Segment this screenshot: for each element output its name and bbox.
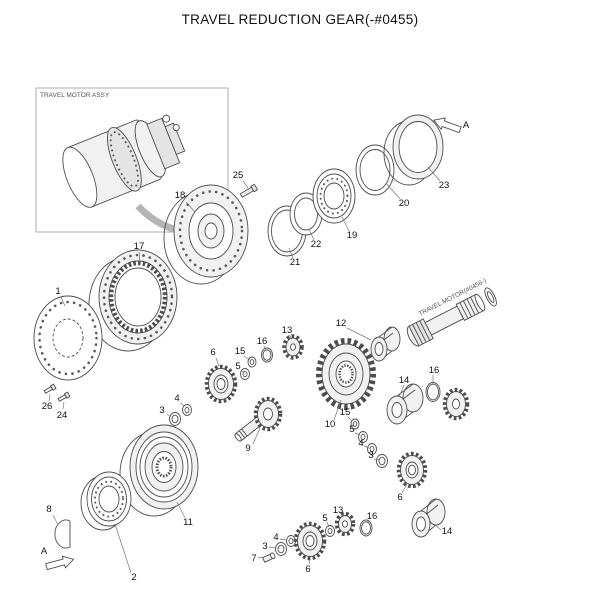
callout-15: 15 (340, 407, 351, 418)
callout-10: 10 (325, 419, 336, 430)
part-15-washer (247, 356, 257, 368)
part-3-ring (169, 412, 181, 426)
part-3-ring (376, 454, 388, 468)
callout-9: 9 (245, 443, 250, 454)
part-4-washer (367, 443, 377, 455)
callout-26: 26 (42, 401, 53, 412)
callout-1: 1 (55, 286, 60, 297)
callout-5: 5 (235, 361, 240, 372)
part-12-spline-sleeve (370, 326, 401, 362)
part-16-snap-ring (425, 382, 441, 402)
callout-6: 6 (397, 492, 402, 503)
callout-4: 4 (358, 438, 363, 449)
callout-6: 6 (210, 347, 215, 358)
part-9-gear-shaft (234, 396, 283, 442)
part-5-thrust-washer (358, 431, 368, 443)
callout-3: 3 (262, 541, 267, 552)
callout-24: 24 (57, 410, 68, 421)
marker-a-bottom: A (41, 546, 75, 571)
marker-a-top-label: A (463, 120, 470, 131)
part-15-washer (350, 418, 360, 430)
part-4-washer (182, 404, 192, 416)
page-title: TRAVEL REDUCTION GEAR(-#0455) (182, 12, 419, 27)
part-6-planet-gear (396, 451, 428, 489)
a-arrow-icon (45, 555, 75, 571)
callout-13: 13 (282, 325, 293, 336)
part-25-bolt (239, 183, 259, 198)
callout-19: 19 (347, 230, 358, 241)
callout-13: 13 (333, 505, 344, 516)
marker-a-bottom-label: A (41, 546, 48, 557)
part-20-ring (355, 144, 395, 196)
callout-3: 3 (159, 405, 164, 416)
callout-21: 21 (290, 257, 301, 268)
part-17-ring-gear (88, 249, 178, 352)
marker-a-top: A (433, 117, 470, 134)
callout-3: 3 (368, 450, 373, 461)
callout-11: 11 (183, 517, 193, 528)
callout-8: 8 (46, 504, 51, 515)
part-19-bearing (312, 168, 356, 224)
callout-15: 15 (235, 346, 246, 357)
callout-17: 17 (134, 241, 145, 252)
callout-16: 16 (429, 365, 440, 376)
part-23-ring-band (383, 114, 444, 186)
coupling-gear (442, 387, 470, 421)
inset-label: TRAVEL MOTOR ASSY (40, 92, 110, 99)
part-14-spline-hub (386, 383, 424, 425)
part-8-cover-cap (54, 519, 71, 549)
callout-7: 7 (251, 553, 256, 564)
part-2-bearing (80, 471, 132, 531)
part-3-ring (275, 542, 287, 556)
part-13-gear (334, 511, 356, 537)
callout-2: 2 (131, 572, 136, 583)
callout-12: 12 (336, 318, 347, 329)
part-13-gear (282, 334, 304, 360)
callout-5: 5 (322, 513, 327, 524)
part-5-thrust-washer (240, 368, 250, 380)
callout-16: 16 (257, 336, 268, 347)
part-7-pin (262, 552, 276, 563)
callout-18: 18 (175, 190, 186, 201)
part-6-planet-gear (204, 364, 238, 404)
callout-5: 5 (349, 424, 354, 435)
part-1-cover-plate (33, 295, 103, 381)
inset-travel-motor-assy: TRAVEL MOTOR ASSY (35, 87, 229, 243)
part-16-snap-ring (261, 347, 273, 363)
part-10-planetary-gear (316, 338, 376, 410)
callout-4: 4 (273, 532, 278, 543)
callout-23: 23 (439, 180, 450, 191)
part-11-drum-hub (119, 424, 199, 517)
part-5-thrust-washer (325, 525, 335, 537)
callout-14: 14 (399, 375, 410, 386)
part-6-planet-gear (293, 521, 327, 561)
part-24-bolt (57, 391, 71, 402)
callout-4: 4 (174, 393, 179, 404)
part-14-spline-hub (411, 498, 446, 538)
callout-22: 22 (311, 239, 322, 250)
callout-14: 14 (442, 526, 453, 537)
a-arrow-icon (433, 117, 462, 134)
leader-lines (48, 166, 442, 574)
callout-6: 6 (305, 564, 310, 575)
callout-20: 20 (399, 198, 410, 209)
part-26-bolt (43, 383, 57, 394)
part-18-cover-flange (163, 184, 249, 285)
travel-motor-shaft (406, 287, 497, 347)
part-16-snap-ring (359, 519, 373, 537)
travel-motor-drawing (62, 114, 186, 208)
callout-16: 16 (367, 511, 378, 522)
callout-25: 25 (233, 170, 244, 181)
